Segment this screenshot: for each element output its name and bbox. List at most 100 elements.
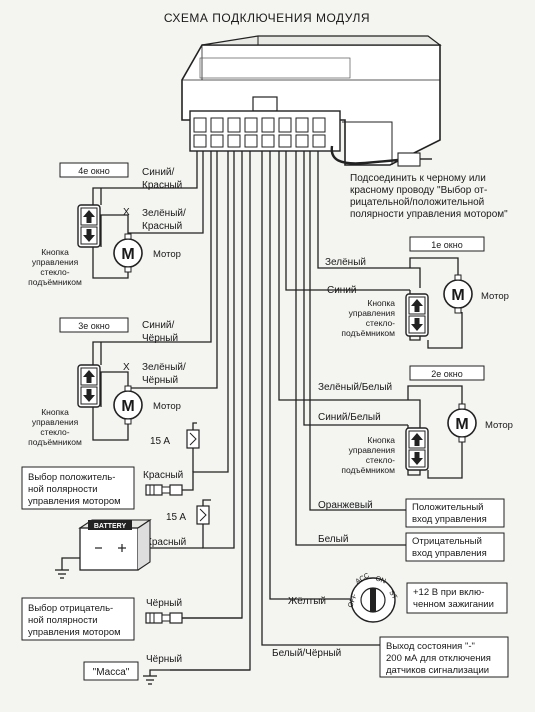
fuse-2-label: 15 A: [166, 512, 186, 523]
diagram-title: СХЕМА ПОДКЛЮЧЕНИЯ МОДУЛЯ: [164, 11, 370, 25]
neg-input-2: вход управления: [412, 548, 487, 559]
window-1-btn-label-3: стекло-: [366, 318, 395, 328]
battery-label: BATTERY: [94, 523, 127, 530]
fuse-1: [186, 429, 200, 449]
fuse-2: [196, 505, 210, 525]
neg-polarity-1: Выбор отрицатель-: [28, 603, 113, 614]
yellow-wire-label: Жёлтый: [288, 596, 326, 607]
red-wire-2-label: Красный: [146, 537, 186, 548]
window-3-btn-label-1: Кнопка: [41, 407, 69, 417]
pos-polarity-3: управления мотором: [28, 496, 121, 507]
window-3-btn-label-4: подъёмником: [28, 437, 82, 447]
window-2-blue-white-label: Синий/Белый: [318, 412, 381, 423]
window-3-button: [77, 364, 101, 408]
ignition-st: ST: [387, 590, 398, 602]
window-4-green-red-1: Зелёный/: [142, 208, 186, 219]
neg-polarity-group: Выбор отрицатель- ной полярности управле…: [21, 597, 242, 641]
battery-ground-icon: [55, 569, 69, 579]
window-3-motor-label: Мотор: [153, 401, 181, 412]
window-3-motor-symbol: M: [121, 398, 134, 415]
window-4-btn-label-4: подъёмником: [28, 277, 82, 287]
window-2-motor-label: Мотор: [485, 420, 513, 431]
window-3-blue-black-2: Чёрный: [142, 333, 178, 344]
note-line-2: красному проводу "Выбор от-: [350, 184, 487, 196]
window-1-button: [405, 293, 429, 337]
black-wire-2-label: Чёрный: [146, 654, 182, 665]
pos-input-1: Положительный: [412, 502, 483, 513]
window-3-x-mark: X: [123, 362, 130, 373]
pos-polarity-1: Выбор положитель-: [28, 472, 115, 483]
neg-polarity-2: ной полярности: [28, 615, 98, 626]
status-out-1: Выход состояния "-": [386, 641, 475, 652]
window-1-btn-label-4: подъёмником: [341, 328, 395, 338]
polarity-note: Подсоединить к черному или красному пров…: [350, 173, 508, 220]
ignition-on: ON: [374, 575, 386, 585]
white-wire-label: Белый: [318, 534, 348, 545]
status-out-2: 200 мА для отключения: [386, 653, 491, 664]
battery-group: 15 A Красный BATTERY: [55, 499, 215, 579]
window-2-btn-label-1: Кнопка: [367, 435, 395, 445]
fuse-1-group: 15 A Красный Выбор положитель- ной поляр…: [21, 422, 200, 510]
window-4-btn-label-1: Кнопка: [41, 247, 69, 257]
red-wire-1-label: Красный: [143, 470, 183, 481]
status-output-group: Белый/Чёрный Выход состояния "-" 200 мА …: [272, 636, 509, 678]
pos-polarity-clip: [145, 484, 183, 496]
window-1-motor-symbol: M: [451, 287, 464, 304]
black-wire-1-label: Чёрный: [146, 598, 182, 609]
window-1-label: 1е окно: [431, 240, 462, 250]
window-4-motor-symbol: M: [121, 246, 134, 263]
window-3-green-black-1: Зелёный/: [142, 362, 186, 373]
polarity-select-cable: [330, 145, 399, 165]
white-black-wire-label: Белый/Чёрный: [272, 648, 341, 659]
ignition-off: OFF: [347, 593, 358, 609]
window-3-label: 3е окно: [78, 321, 109, 331]
window-2-button: [405, 427, 429, 471]
window-2-btn-label-2: управления: [349, 445, 396, 455]
note-line-3: рицательной/положительной: [350, 197, 484, 208]
window-3-btn-label-3: стекло-: [40, 427, 69, 437]
window-1-group: 1е окно Зелёный Синий M Мотор Кнопка упр…: [325, 236, 509, 349]
window-1-blue-label: Синий: [327, 285, 357, 296]
ignition-12v-1: +12 В при вклю-: [413, 587, 484, 598]
window-1-btn-label-2: управления: [349, 308, 396, 318]
window-1-green-label: Зелёный: [325, 257, 366, 268]
note-line-4: полярности управления мотором": [350, 209, 508, 220]
window-2-btn-label-3: стекло-: [366, 455, 395, 465]
window-4-group: 4е окно M Мотор X Синий/ Красный Зелёный…: [28, 162, 186, 287]
window-3-green-black-2: Чёрный: [142, 375, 178, 386]
window-3-btn-label-2: управления: [32, 417, 79, 427]
window-2-green-white-label: Зелёный/Белый: [318, 382, 392, 393]
window-3-group: 3е окно M Мотор X Синий/ Чёрный Зелёный/…: [28, 317, 186, 447]
control-inputs: Оранжевый Положительный вход управления …: [318, 498, 505, 562]
window-1-motor-label: Мотор: [481, 291, 509, 302]
window-3-blue-black-1: Синий/: [142, 320, 175, 331]
battery: [79, 527, 139, 571]
ground-group: "Масса" Чёрный: [83, 654, 250, 685]
note-line-1: Подсоединить к черному или: [350, 173, 486, 184]
window-4-x-mark: X: [123, 207, 130, 218]
ignition-group: Жёлтый OFF ACC ON ST +12 В при вклю- чен…: [288, 572, 508, 623]
window-2-btn-label-4: подъёмником: [341, 465, 395, 475]
window-2-motor-symbol: M: [455, 416, 468, 433]
window-1-btn-label-1: Кнопка: [367, 298, 395, 308]
window-4-motor-label: Мотор: [153, 249, 181, 260]
window-2-label: 2е окно: [431, 369, 462, 379]
pos-polarity-2: ной полярности: [28, 484, 98, 495]
fuse-1-label: 15 A: [150, 436, 170, 447]
orange-wire-label: Оранжевый: [318, 500, 373, 511]
window-4-green-red-2: Красный: [142, 221, 182, 232]
ground-icon: [143, 675, 157, 685]
ignition-12v-2: ченном зажигании: [413, 599, 494, 610]
module-connector: [189, 96, 341, 152]
window-4-blue-red-1: Синий/: [142, 167, 175, 178]
pos-input-2: вход управления: [412, 514, 487, 525]
window-4-btn-label-2: управления: [32, 257, 79, 267]
neg-polarity-clip: [145, 612, 183, 624]
window-2-group: 2е окно Зелёный/Белый Синий/Белый M Мото…: [318, 365, 513, 479]
module-body: [181, 35, 442, 166]
window-4-label: 4е окно: [78, 166, 109, 176]
window-4-btn-label-3: стекло-: [40, 267, 69, 277]
window-4-blue-red-2: Красный: [142, 180, 182, 191]
ground-label: "Масса": [93, 667, 130, 678]
